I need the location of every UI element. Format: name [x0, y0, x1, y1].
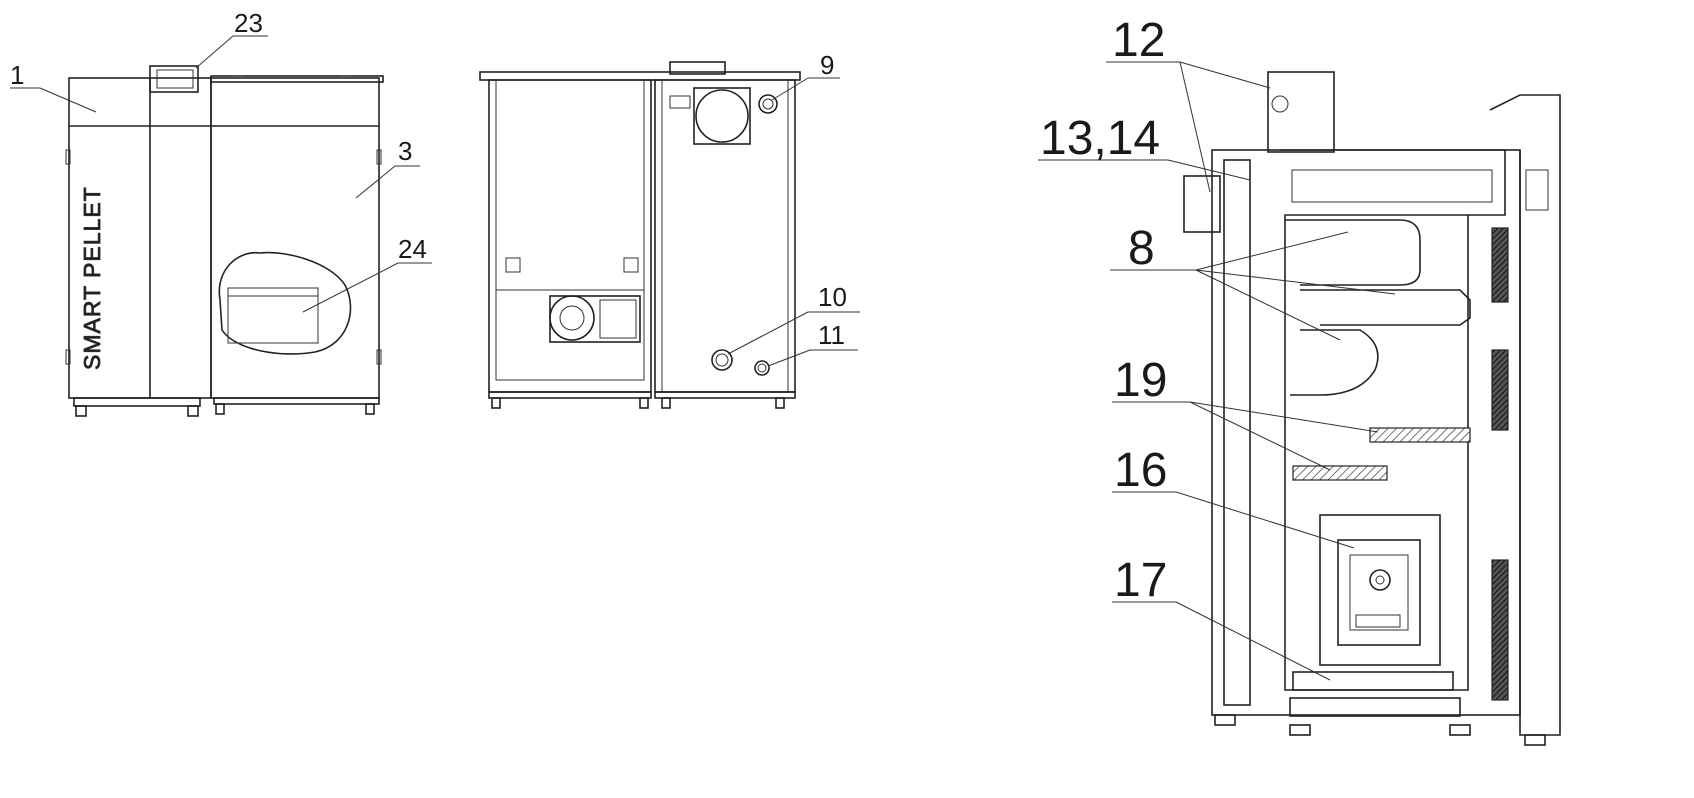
- callout-17: 17: [1114, 554, 1167, 607]
- callout-3: 3: [398, 136, 412, 166]
- callout-23: 23: [234, 8, 263, 38]
- callout-12: 12: [1112, 14, 1165, 67]
- section-view: 12 13,14 8 19 16 17: [1038, 14, 1561, 746]
- control-panel-display: [156, 69, 194, 89]
- callout-8: 8: [1128, 222, 1155, 275]
- callout-24: 24: [398, 234, 427, 264]
- callout-19: 19: [1114, 354, 1167, 407]
- callout-9: 9: [820, 50, 834, 80]
- callout-16: 16: [1114, 444, 1167, 497]
- callout-13-14: 13,14: [1040, 112, 1160, 165]
- brand-label: SMART PELLET: [79, 186, 105, 370]
- callout-10: 10: [818, 282, 847, 312]
- rear-view: 9 10 11: [479, 50, 860, 409]
- callout-11: 11: [818, 320, 845, 350]
- front-view: SMART PELLET 1 23 3 24: [10, 8, 432, 417]
- callout-1: 1: [10, 60, 24, 90]
